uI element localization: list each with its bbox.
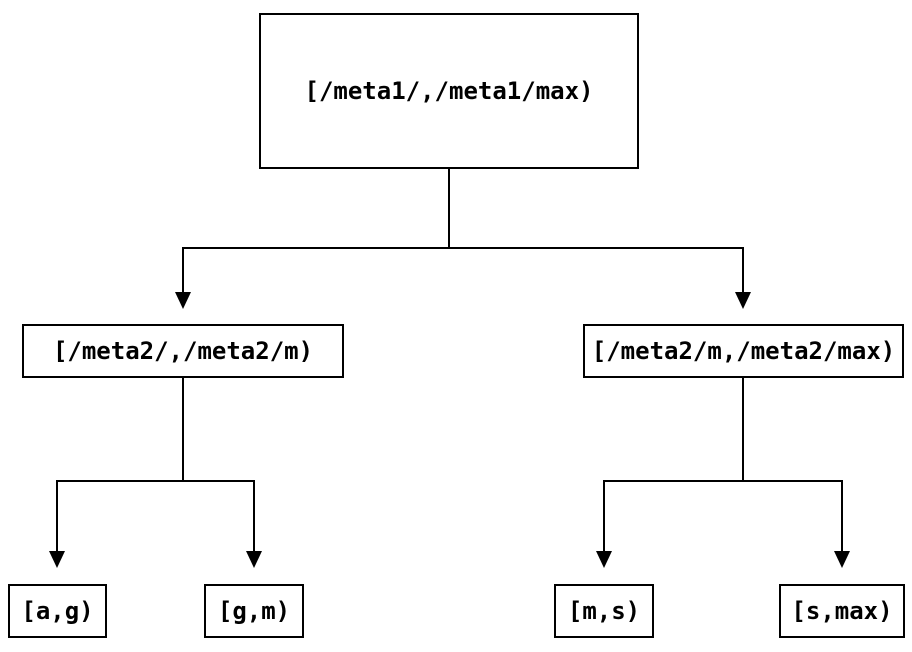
node-leaf-smax-label: [s,max) [791,597,893,625]
node-leaf-gm-label: [g,m) [217,597,291,625]
node-meta2-right-label: [/meta2/m,/meta2/max) [591,337,896,365]
connector-root-right-drop [742,247,744,293]
connector-right-left-drop [603,480,605,552]
connector-left-stem [182,378,184,482]
node-meta2-left-label: [/meta2/,/meta2/m) [52,337,314,365]
connector-right-branch-bar [603,480,843,482]
node-leaf-smax: [s,max) [779,584,905,638]
connector-left-left-drop [56,480,58,552]
connector-left-right-drop [253,480,255,552]
connector-right-right-drop [841,480,843,552]
node-root-label: [/meta1/,/meta1/max) [304,77,594,105]
arrow-down-icon [175,292,191,309]
connector-root-left-drop [182,247,184,293]
connector-left-branch-bar [56,480,255,482]
arrow-down-icon [834,551,850,568]
node-meta2-right: [/meta2/m,/meta2/max) [583,324,904,378]
node-leaf-ms: [m,s) [554,584,654,638]
arrow-down-icon [596,551,612,568]
node-leaf-gm: [g,m) [204,584,304,638]
node-root: [/meta1/,/meta1/max) [259,13,639,169]
node-leaf-ms-label: [m,s) [567,597,641,625]
node-meta2-left: [/meta2/,/meta2/m) [22,324,344,378]
connector-root-branch-bar [182,247,744,249]
node-leaf-ag-label: [a,g) [21,597,94,625]
arrow-down-icon [49,551,65,568]
connector-right-stem [742,378,744,482]
node-leaf-ag: [a,g) [8,584,107,638]
arrow-down-icon [735,292,751,309]
arrow-down-icon [246,551,262,568]
connector-root-stem [448,169,450,249]
